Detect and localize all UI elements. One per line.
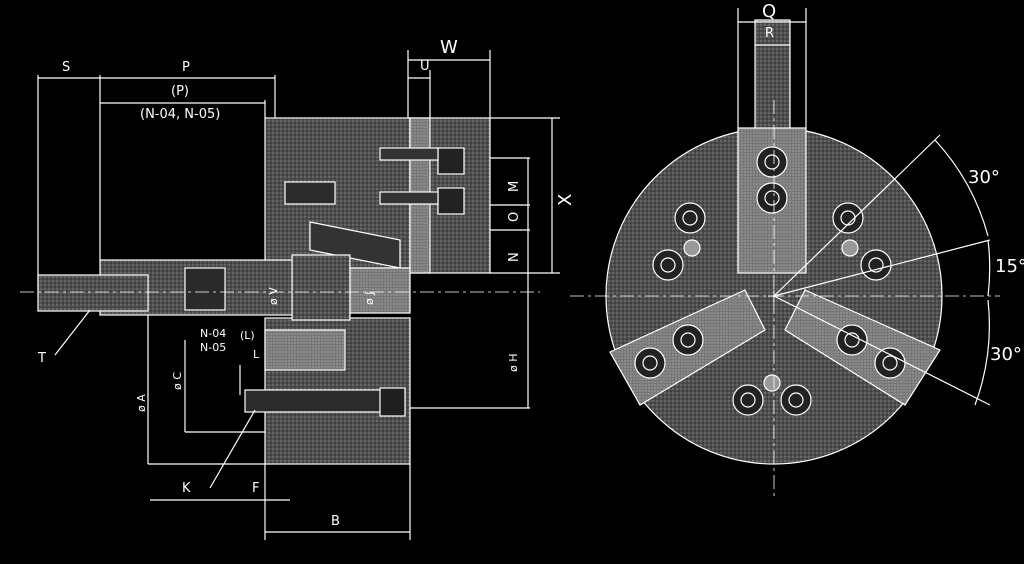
center-mark bbox=[768, 290, 780, 302]
label-phi-A: ø A bbox=[135, 394, 148, 412]
side-view bbox=[20, 50, 560, 540]
jaw-bolt-1 bbox=[437, 147, 465, 175]
draw-tube-end bbox=[37, 274, 149, 312]
label-P-models: (N-04, N-05) bbox=[140, 107, 221, 122]
label-P: P bbox=[182, 60, 190, 75]
front-view bbox=[570, 8, 1000, 500]
label-W: W bbox=[440, 37, 458, 58]
label-P-paren: (P) bbox=[171, 84, 189, 99]
label-angle-top: 30° bbox=[968, 167, 1000, 188]
label-angle-mid: 15° bbox=[995, 256, 1024, 277]
label-O: O bbox=[507, 211, 522, 222]
label-L-models-1: N-04 bbox=[200, 327, 227, 340]
label-N: N bbox=[507, 252, 522, 262]
label-S: S bbox=[62, 60, 71, 75]
label-R: R bbox=[765, 26, 775, 41]
top-bolt bbox=[284, 181, 336, 205]
label-M: M bbox=[507, 180, 522, 192]
label-L-models-2: N-05 bbox=[200, 341, 227, 354]
label-phi-V: ø V bbox=[267, 287, 280, 305]
label-L: L bbox=[253, 348, 260, 361]
label-Q: Q bbox=[762, 1, 777, 22]
label-B: B bbox=[331, 514, 340, 529]
label-angle-bottom: 30° bbox=[990, 344, 1022, 365]
label-F: F bbox=[252, 481, 260, 496]
jaw-bolt-2 bbox=[437, 187, 465, 215]
label-X: X bbox=[555, 193, 576, 206]
label-L-paren: (L) bbox=[240, 329, 255, 342]
label-T: T bbox=[38, 351, 46, 366]
label-phi-J: ø J bbox=[363, 291, 376, 305]
label-phi-C: ø C bbox=[171, 372, 184, 390]
label-U: U bbox=[420, 59, 430, 74]
label-phi-H: ø H bbox=[507, 353, 520, 373]
label-K: K bbox=[182, 481, 191, 496]
